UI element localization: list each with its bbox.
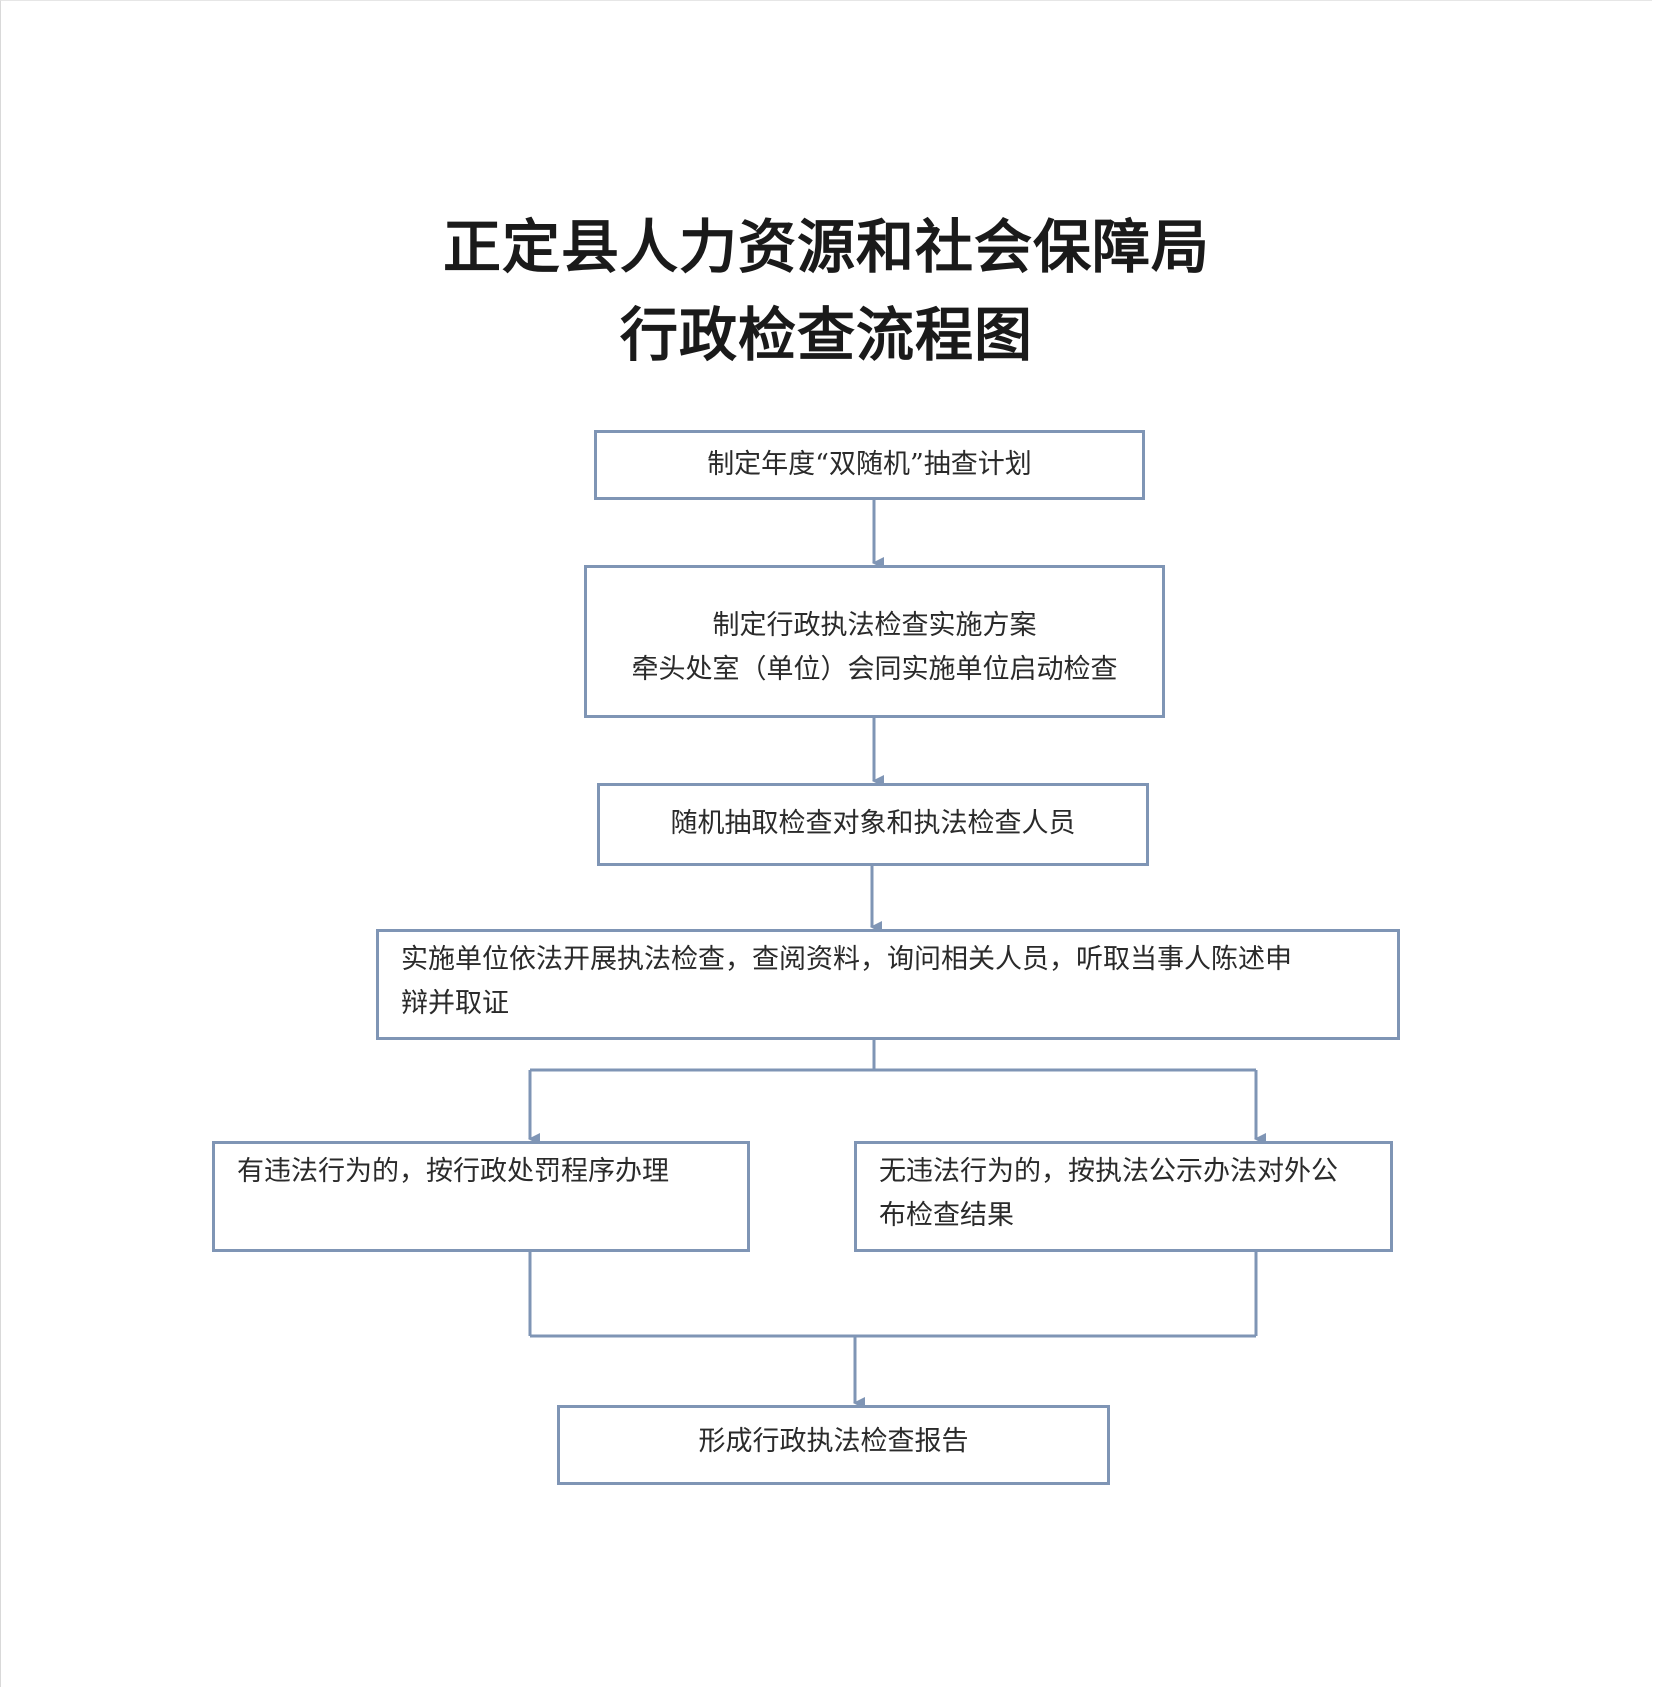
step-inspect-text-2: 辩并取证 <box>401 988 509 1019</box>
step-plan-box: 制定年度“双随机”抽查计划 <box>594 430 1145 500</box>
step-violation-text: 有违法行为的，按行政处罚程序办理 <box>237 1156 669 1187</box>
step-select-text: 随机抽取检查对象和执法检查人员 <box>670 808 1076 839</box>
step-no-violation-box: 无违法行为的，按执法公示办法对外公 布检查结果 <box>854 1141 1393 1252</box>
step-scheme-text-2: 牵头处室（单位）会同实施单位启动检查 <box>631 654 1118 685</box>
step-scheme-box: 制定行政执法检查实施方案 牵头处室（单位）会同实施单位启动检查 <box>584 565 1165 718</box>
step-report-box: 形成行政执法检查报告 <box>557 1405 1110 1485</box>
step-inspect-text-1: 实施单位依法开展执法检查，查阅资料，询问相关人员，听取当事人陈述申 <box>401 944 1292 975</box>
diagram-title: 正定县人力资源和社会保障局 <box>442 213 1210 281</box>
step-inspect-box: 实施单位依法开展执法检查，查阅资料，询问相关人员，听取当事人陈述申 辩并取证 <box>376 929 1400 1040</box>
step-select-box: 随机抽取检查对象和执法检查人员 <box>597 783 1149 866</box>
step-no-violation-text-1: 无违法行为的，按执法公示办法对外公 <box>879 1156 1338 1187</box>
step-violation-box: 有违法行为的，按行政处罚程序办理 <box>212 1141 750 1252</box>
step-no-violation-text-2: 布检查结果 <box>879 1200 1014 1231</box>
step-scheme-text-1: 制定行政执法检查实施方案 <box>712 610 1037 641</box>
diagram-subtitle: 行政检查流程图 <box>619 301 1033 369</box>
step-report-text: 形成行政执法检查报告 <box>698 1426 969 1457</box>
step-plan-text: 制定年度“双随机”抽查计划 <box>707 449 1032 480</box>
